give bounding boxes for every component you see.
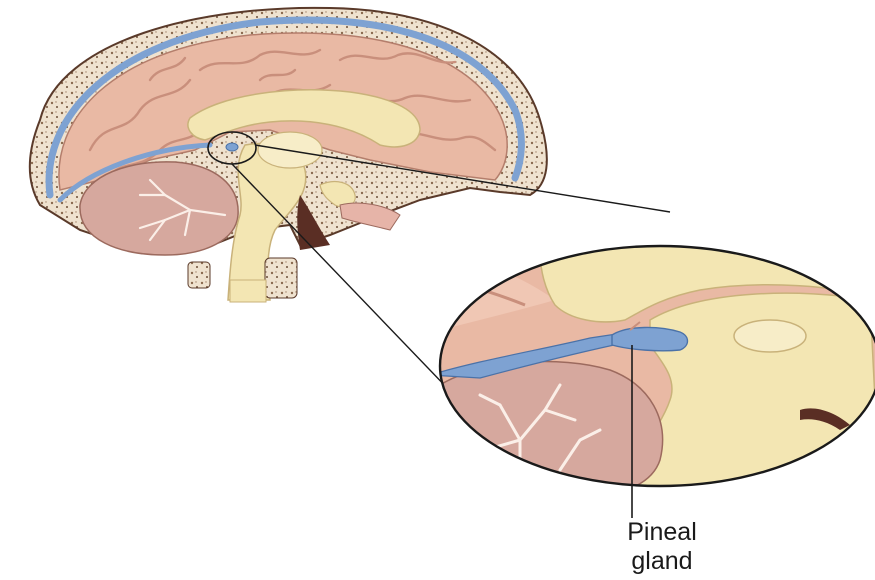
magnified-inset <box>430 232 875 500</box>
brain-section <box>30 8 547 302</box>
cerebellum <box>80 162 238 255</box>
spinal-cord <box>230 280 266 302</box>
vertebra-left <box>188 262 210 288</box>
label-line-2: gland <box>592 547 732 576</box>
label-line-1: Pineal <box>592 518 732 547</box>
vertebra-right <box>265 258 297 298</box>
inset-thalamus-oval <box>734 320 806 352</box>
pineal-small <box>226 143 238 151</box>
pineal-gland <box>612 327 688 350</box>
pineal-gland-label: Pineal gland <box>592 518 732 576</box>
